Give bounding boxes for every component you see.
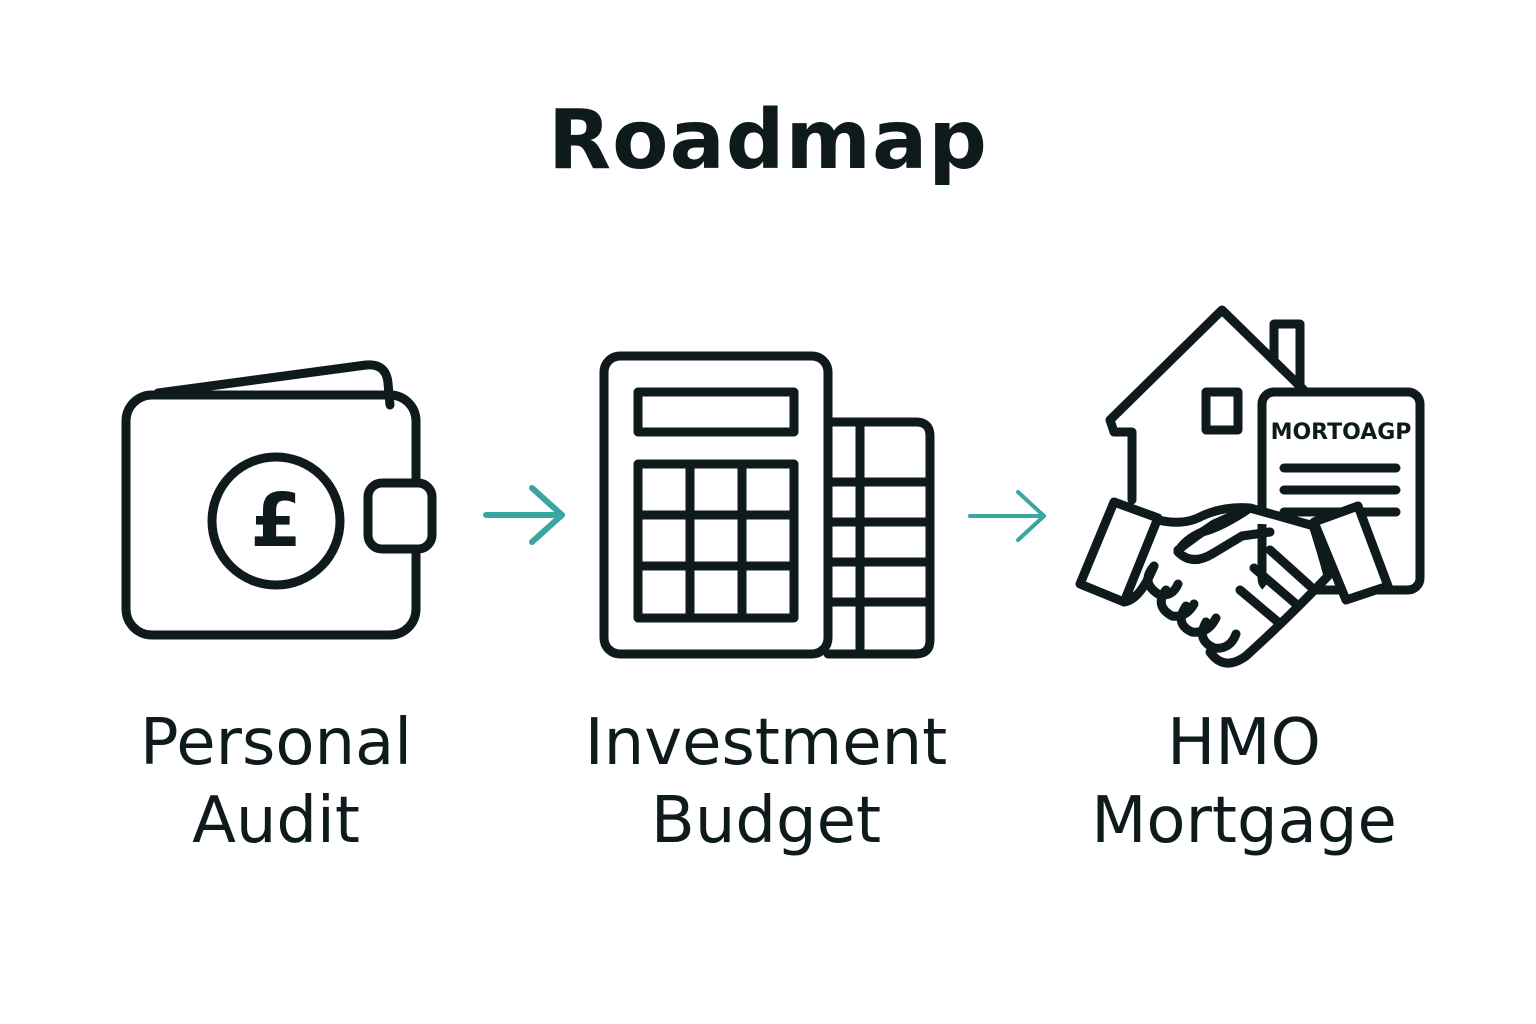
arrow-right-icon bbox=[966, 488, 1052, 548]
pound-symbol: £ bbox=[250, 478, 302, 564]
label-line: Mortgage bbox=[1091, 784, 1397, 858]
label-line: Budget bbox=[650, 784, 882, 858]
label-line: Investment bbox=[584, 706, 948, 780]
mortgage-document-text: MORTOAGP bbox=[1270, 420, 1412, 445]
step-label-investment-budget: Investment Budget bbox=[556, 704, 976, 860]
wallet-pound-icon: £ bbox=[118, 355, 448, 645]
label-line: Audit bbox=[192, 784, 360, 858]
diagram-title: Roadmap bbox=[548, 93, 988, 188]
calculator-icon bbox=[598, 350, 938, 660]
step-label-hmo-mortgage: HMO Mortgage bbox=[1034, 704, 1454, 860]
arrow-right-icon bbox=[482, 482, 572, 552]
step-label-personal-audit: Personal Audit bbox=[66, 704, 486, 860]
label-line: HMO bbox=[1167, 706, 1321, 780]
house-handshake-document-icon: MORTOAGP bbox=[1074, 300, 1434, 680]
label-line: Personal bbox=[139, 706, 413, 780]
